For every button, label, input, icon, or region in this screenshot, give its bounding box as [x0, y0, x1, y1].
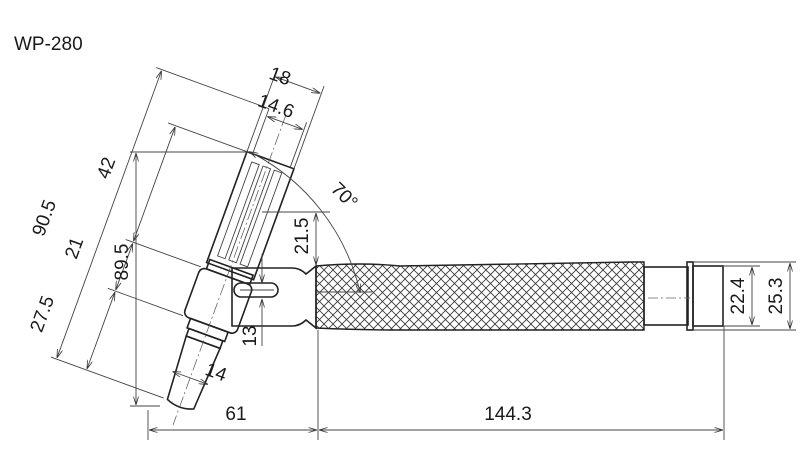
model-title: WP-280 — [14, 34, 83, 55]
torch-head — [166, 114, 295, 426]
dim-21-5: 21.5 — [292, 218, 313, 255]
dim-42: 42 — [93, 155, 120, 182]
dim-14: 14 — [202, 359, 229, 386]
dim-25-3: 25.3 — [766, 278, 787, 315]
cable-end-sleeve — [643, 261, 724, 331]
dim-144-3: 144.3 — [484, 404, 532, 425]
dim-21: 21 — [61, 235, 88, 262]
dim-14-6: 14.6 — [255, 91, 297, 123]
dim-13: 13 — [240, 325, 261, 346]
dim-90-5: 90.5 — [29, 197, 61, 239]
dim-61: 61 — [225, 404, 246, 425]
dim-89-5: 89.5 — [112, 244, 133, 281]
dim-angle-70: 70° — [326, 179, 361, 214]
dim-22-4: 22.4 — [728, 277, 749, 314]
torch-neck — [231, 264, 317, 330]
dim-27-5: 27.5 — [27, 293, 59, 335]
knurled-handle — [315, 261, 645, 331]
